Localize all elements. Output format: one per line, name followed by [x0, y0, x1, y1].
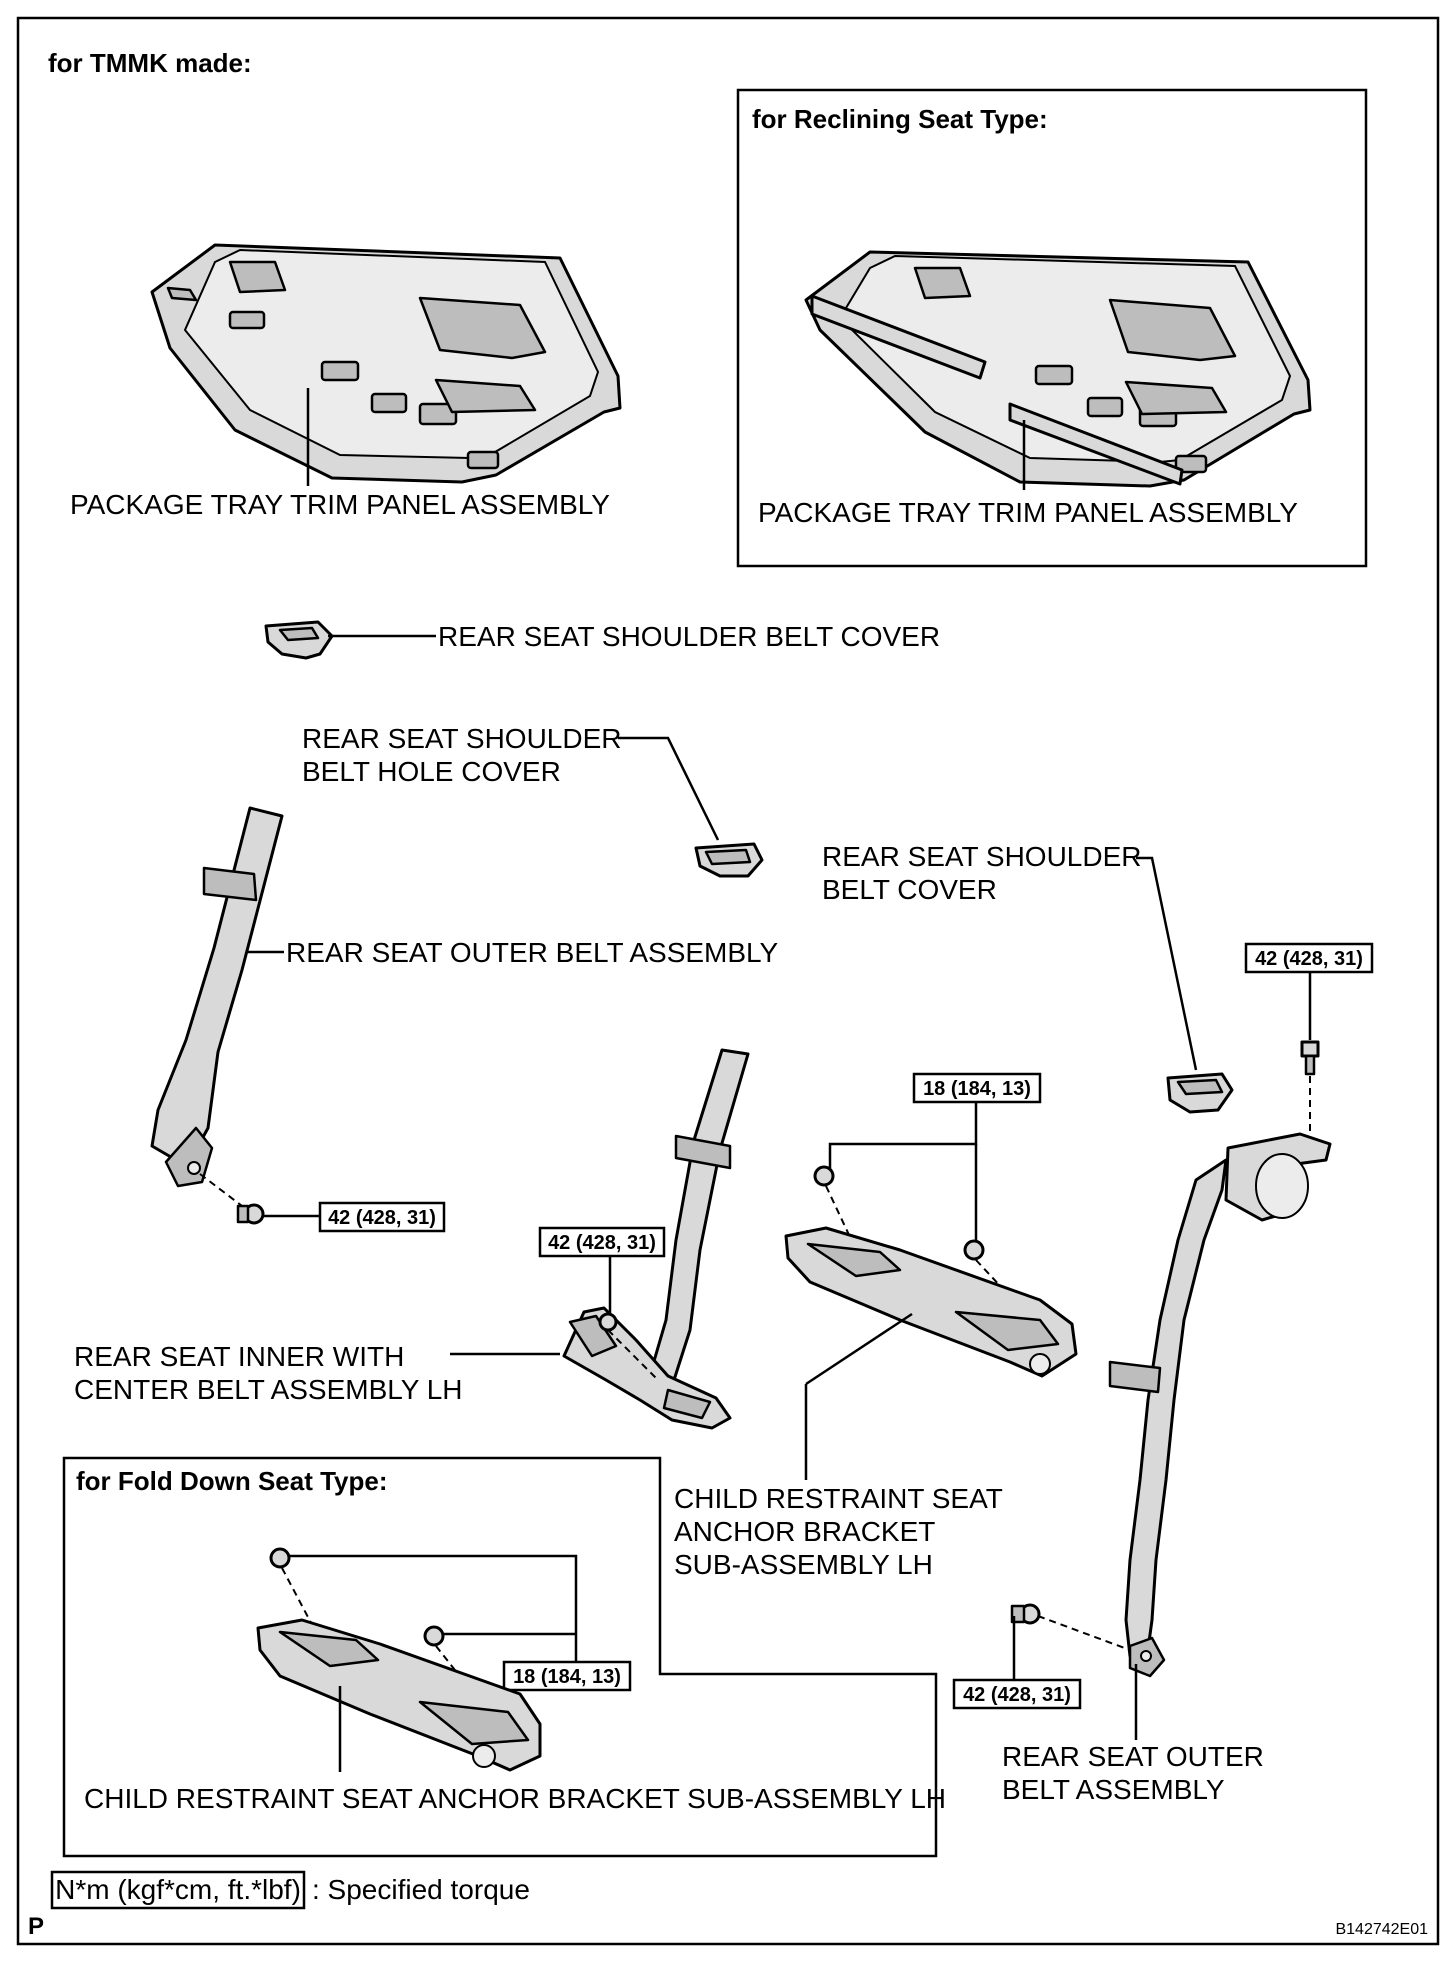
- shoulder-cover-right-leader: [1136, 856, 1198, 1071]
- outer-belt-right-top-bolt: [1300, 1040, 1320, 1076]
- outer-belt-left-label: REAR SEAT OUTER BELT ASSEMBLY: [286, 937, 779, 968]
- reclining-box-title: for Reclining Seat Type:: [752, 104, 1048, 134]
- hole-cover-label-1: REAR SEAT SHOULDER: [302, 723, 621, 754]
- fold-down-seat-box: [62, 1456, 938, 1858]
- bracket-nut-fold-1: [269, 1547, 291, 1569]
- bracket-nut-fold-2: [423, 1625, 445, 1647]
- torque-42-right-top-box: [1244, 942, 1374, 974]
- torque-18-fold: 18 (184, 13): [513, 1666, 621, 1688]
- inner-belt-label-2: CENTER BELT ASSEMBLY LH: [74, 1374, 463, 1405]
- torque-18-fold-leader-a: [286, 1554, 578, 1662]
- footer-right-code: B142742E01: [1335, 1921, 1428, 1938]
- child-bracket-center-leader-a: [805, 1312, 913, 1386]
- torque-42-inner: 42 (428, 31): [548, 1232, 656, 1254]
- inner-belt-label-1: REAR SEAT INNER WITH: [74, 1341, 404, 1372]
- torque-42-inner-box: [538, 1226, 666, 1258]
- shoulder-cover-right-label-2: BELT COVER: [822, 874, 997, 905]
- child-restraint-bracket-center: [784, 1226, 1078, 1378]
- torque-18-center: 18 (184, 13): [923, 1078, 1031, 1100]
- torque-42-right-bottom: 42 (428, 31): [963, 1684, 1071, 1706]
- bracket-nut-center-2: [963, 1239, 985, 1261]
- torque-42-left: 42 (428, 31): [328, 1207, 436, 1229]
- outer-belt-right-label-1: REAR SEAT OUTER: [1002, 1741, 1264, 1772]
- child-bracket-label-3: SUB-ASSEMBLY LH: [674, 1549, 933, 1580]
- outer-belt-right-label-2: BELT ASSEMBLY: [1002, 1774, 1225, 1805]
- bracket-nut-center-1: [813, 1165, 835, 1187]
- header-title: for TMMK made:: [48, 48, 252, 78]
- shoulder-belt-cover-right: [1166, 1072, 1234, 1114]
- shoulder-belt-cover-top: [264, 620, 334, 660]
- shoulder-belt-cover-top-label: REAR SEAT SHOULDER BELT COVER: [438, 621, 940, 652]
- package-tray-label: PACKAGE TRAY TRIM PANEL ASSEMBLY: [70, 489, 610, 520]
- rear-seat-outer-belt-left: [150, 806, 284, 1188]
- torque-42-right-bottom-box: [952, 1678, 1082, 1710]
- torque-42-right-top: 42 (428, 31): [1255, 948, 1363, 970]
- torque-18-center-leader-a: [828, 1102, 978, 1172]
- torque-unit-box: [50, 1870, 306, 1910]
- shoulder-belt-hole-cover: [694, 842, 764, 878]
- hole-cover-label-2: BELT HOLE COVER: [302, 756, 561, 787]
- reclining-box-label: PACKAGE TRAY TRIM PANEL ASSEMBLY: [758, 497, 1298, 528]
- footer-left-code: P: [28, 1913, 44, 1940]
- diagram-frame: [16, 16, 1440, 1946]
- hole-cover-leader: [618, 736, 720, 841]
- torque-unit-text: N*m (kgf*cm, ft.*lbf): [55, 1874, 301, 1905]
- outer-belt-right-bottom-axis: [1037, 1615, 1131, 1651]
- child-bracket-label-2: ANCHOR BRACKET: [674, 1516, 935, 1547]
- package-tray-trim-panel: [150, 243, 622, 484]
- fold-down-box-label: CHILD RESTRAINT SEAT ANCHOR BRACKET SUB-…: [84, 1783, 946, 1814]
- inner-belt-nut: [598, 1312, 618, 1332]
- torque-18-fold-box: [502, 1660, 632, 1692]
- reclining-seat-box: [736, 88, 1368, 568]
- child-bracket-label-1: CHILD RESTRAINT SEAT: [674, 1483, 1003, 1514]
- rear-seat-outer-belt-right: [1108, 1132, 1332, 1678]
- outer-belt-right-bottom-bolt: [1010, 1603, 1041, 1625]
- fold-down-box-title: for Fold Down Seat Type:: [76, 1466, 388, 1496]
- torque-unit-description: : Specified torque: [312, 1874, 530, 1905]
- torque-42-left-box: [318, 1201, 446, 1233]
- shoulder-cover-right-label-1: REAR SEAT SHOULDER: [822, 841, 1141, 872]
- reclining-package-tray: [804, 250, 1312, 488]
- outer-belt-left-bolt: [236, 1203, 265, 1225]
- child-restraint-bracket-fold: [256, 1618, 542, 1772]
